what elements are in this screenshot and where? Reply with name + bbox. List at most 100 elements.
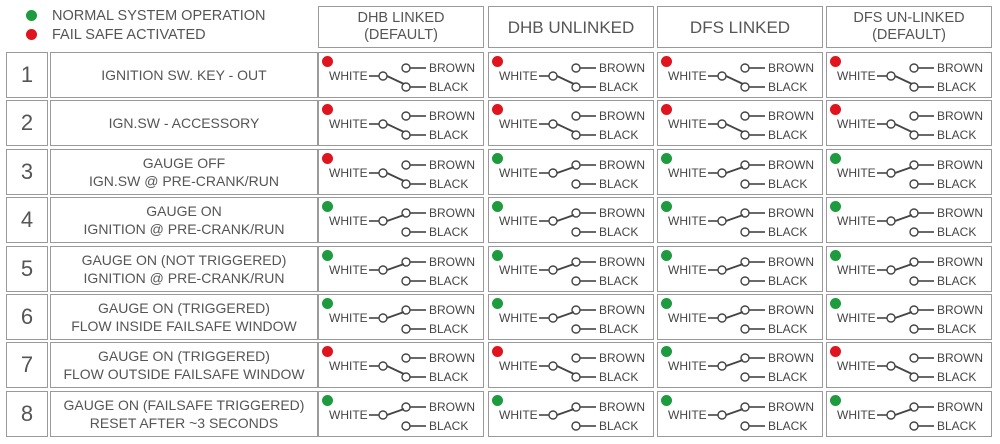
black-terminal-icon [909, 421, 919, 431]
common-terminal-icon [886, 71, 896, 81]
common-terminal-icon [378, 313, 388, 323]
black-terminal-icon [740, 421, 750, 431]
switch-arm [725, 359, 744, 367]
column-header-label: DFS UN-LINKED(DEFAULT) [853, 10, 964, 44]
column-header: DFS LINKED [657, 6, 823, 48]
black-wire-label: BLACK [768, 80, 807, 94]
white-wire-label: WHITE [837, 69, 876, 83]
switch-arm [386, 263, 405, 271]
black-terminal-icon [571, 276, 581, 286]
black-terminal-icon [571, 179, 581, 189]
switch-arm [725, 166, 744, 174]
brown-wire-label: BROWN [599, 158, 645, 172]
common-terminal-icon [717, 71, 727, 81]
brown-terminal-icon [740, 63, 750, 73]
switch-arm [556, 311, 575, 319]
switch-arm [386, 408, 405, 416]
black-terminal-icon [571, 324, 581, 334]
black-wire-label: BLACK [768, 370, 807, 384]
row-condition: IGNITION SW. KEY - OUT [50, 52, 318, 98]
switch-arm [894, 365, 913, 375]
white-wire-label: WHITE [329, 166, 368, 180]
switch-arm [556, 123, 575, 133]
black-wire-label: BLACK [429, 419, 468, 433]
brown-wire-label: BROWN [937, 255, 983, 269]
white-wire-label: WHITE [668, 214, 707, 228]
white-wire-label: WHITE [329, 359, 368, 373]
common-terminal-icon [378, 168, 388, 178]
common-terminal-icon [886, 410, 896, 420]
column-header-label: DFS LINKED [690, 19, 790, 36]
black-wire-label: BLACK [599, 225, 638, 239]
black-terminal-icon [740, 179, 750, 189]
brown-wire-label: BROWN [768, 158, 814, 172]
brown-terminal-icon [401, 111, 411, 121]
green-status-dot-icon [322, 201, 333, 212]
common-terminal-icon [886, 361, 896, 371]
row-number: 2 [6, 100, 48, 146]
red-status-dot-icon [322, 153, 333, 164]
brown-wire-label: BROWN [429, 303, 475, 317]
green-status-dot-icon [830, 250, 841, 261]
white-wire-label: WHITE [499, 359, 538, 373]
common-terminal-icon [548, 119, 558, 129]
switch-arm [894, 311, 913, 319]
brown-wire-label: BROWN [429, 109, 475, 123]
switch-arm [725, 75, 744, 85]
red-status-dot-icon [322, 346, 333, 357]
switch-arm [725, 214, 744, 222]
black-terminal-icon [571, 227, 581, 237]
black-terminal-icon [740, 324, 750, 334]
common-terminal-icon [717, 216, 727, 226]
black-wire-label: BLACK [937, 419, 976, 433]
common-terminal-icon [717, 119, 727, 129]
common-terminal-icon [886, 168, 896, 178]
row-number: 5 [6, 246, 48, 292]
black-wire-label: BLACK [429, 128, 468, 142]
black-terminal-icon [740, 276, 750, 286]
switch-arm [894, 123, 913, 133]
row-number: 8 [6, 391, 48, 437]
black-wire-label: BLACK [429, 322, 468, 336]
black-wire-label: BLACK [937, 225, 976, 239]
brown-terminal-icon [909, 111, 919, 121]
red-status-dot-icon [492, 56, 503, 67]
red-status-dot-icon [322, 56, 333, 67]
white-wire-label: WHITE [329, 408, 368, 422]
red-status-dot-icon [322, 104, 333, 115]
switch-arm [894, 166, 913, 174]
brown-wire-label: BROWN [599, 206, 645, 220]
column-header: DHB LINKED(DEFAULT) [318, 6, 484, 48]
white-wire-label: WHITE [837, 311, 876, 325]
black-wire-label: BLACK [599, 80, 638, 94]
column-header-line: DHB LINKED [357, 10, 445, 26]
black-wire-label: BLACK [768, 322, 807, 336]
white-wire-label: WHITE [499, 69, 538, 83]
common-terminal-icon [717, 168, 727, 178]
brown-terminal-icon [401, 63, 411, 73]
brown-wire-label: BROWN [768, 206, 814, 220]
green-status-dot-icon [492, 153, 503, 164]
common-terminal-icon [378, 119, 388, 129]
green-status-dot-icon [830, 395, 841, 406]
brown-wire-label: BROWN [937, 400, 983, 414]
row-condition-label: GAUGE ON (NOT TRIGGERED)IGNITION @ PRE-C… [82, 251, 287, 287]
